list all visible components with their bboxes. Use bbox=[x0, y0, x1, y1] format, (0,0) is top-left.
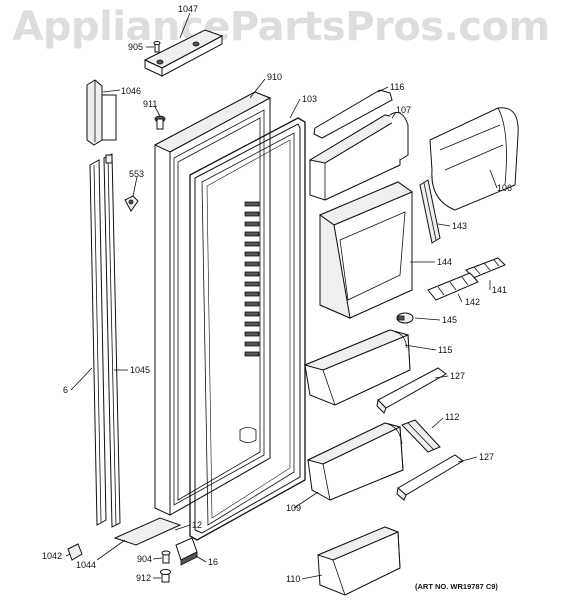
part-145-knob[interactable] bbox=[396, 312, 414, 324]
part-6-side-strip[interactable] bbox=[89, 159, 107, 526]
part-127-retainer-upper[interactable] bbox=[376, 367, 447, 414]
callout-142: 142 bbox=[465, 297, 480, 307]
part-1045-side-strip[interactable] bbox=[103, 153, 121, 528]
part-1047-top-hinge[interactable] bbox=[143, 29, 224, 77]
part-112-clip[interactable] bbox=[401, 419, 441, 453]
callout-1042: 1042 bbox=[42, 551, 62, 561]
part-142-latch[interactable] bbox=[427, 272, 479, 301]
part-911-screw[interactable] bbox=[154, 115, 166, 130]
callout-910: 910 bbox=[267, 72, 282, 82]
part-1042-cap[interactable] bbox=[67, 543, 83, 561]
part-110-bottom-bin[interactable] bbox=[316, 526, 401, 596]
callout-112: 112 bbox=[445, 412, 459, 422]
part-904-pin[interactable] bbox=[161, 550, 171, 564]
callout-1045: 1045 bbox=[130, 365, 150, 375]
callout-110: 110 bbox=[286, 574, 300, 584]
part-127-retainer-lower[interactable] bbox=[396, 454, 464, 501]
part-912-bolt[interactable] bbox=[160, 569, 171, 583]
callout-143: 143 bbox=[452, 221, 467, 231]
callout-911: 911 bbox=[143, 99, 157, 109]
part-143-divider[interactable] bbox=[419, 179, 441, 244]
part-106-cover[interactable] bbox=[429, 107, 519, 211]
callout-553: 553 bbox=[129, 169, 144, 179]
callout-144: 144 bbox=[437, 257, 452, 267]
leader-lines bbox=[65, 12, 498, 580]
part-553-clip[interactable] bbox=[124, 195, 139, 212]
callout-103: 103 bbox=[302, 94, 317, 104]
part-109-door-bin[interactable] bbox=[306, 422, 404, 501]
part-905-screw[interactable] bbox=[153, 41, 161, 53]
callout-115: 115 bbox=[438, 345, 452, 355]
callout-127-upper: 127 bbox=[450, 371, 465, 381]
callout-1047: 1047 bbox=[178, 4, 198, 14]
callout-12: 12 bbox=[192, 520, 202, 530]
part-12-hinge-plate[interactable] bbox=[113, 517, 182, 546]
callout-107: 107 bbox=[396, 105, 411, 115]
part-107-bin[interactable] bbox=[308, 112, 409, 201]
part-116-bar[interactable] bbox=[313, 89, 393, 139]
callout-127-lower: 127 bbox=[479, 452, 494, 462]
callout-1046: 1046 bbox=[121, 86, 141, 96]
callout-6: 6 bbox=[63, 385, 68, 395]
callout-16: 16 bbox=[208, 557, 218, 567]
part-115-shelf-bin[interactable] bbox=[303, 329, 411, 406]
callout-1044: 1044 bbox=[76, 560, 96, 570]
callout-106: 106 bbox=[497, 183, 512, 193]
callout-141: 141 bbox=[492, 285, 507, 295]
callout-905: 905 bbox=[128, 42, 143, 52]
part-144-dispenser-housing[interactable] bbox=[318, 181, 414, 319]
callout-145: 145 bbox=[442, 315, 457, 325]
part-103-gasket[interactable] bbox=[189, 117, 306, 541]
callout-912: 912 bbox=[136, 573, 151, 583]
callout-109: 109 bbox=[286, 503, 301, 513]
shelf-clip-column bbox=[239, 201, 260, 443]
callout-116: 116 bbox=[390, 82, 404, 92]
art-number: (ART NO. WR19787 C9) bbox=[415, 582, 498, 591]
part-16-bracket[interactable] bbox=[175, 537, 198, 566]
callout-904: 904 bbox=[137, 554, 152, 564]
part-1046-trim[interactable] bbox=[86, 79, 117, 146]
